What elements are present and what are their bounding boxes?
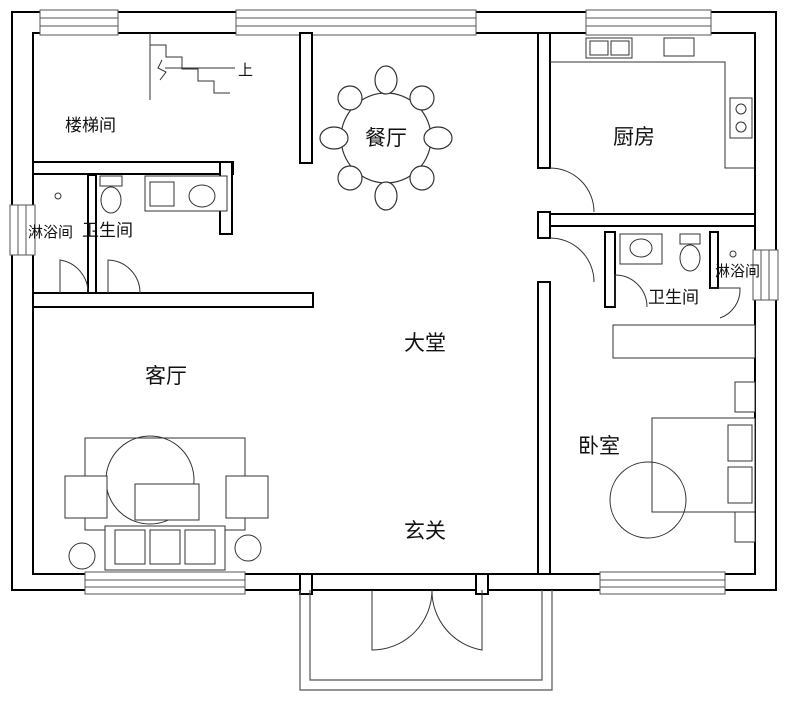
toilet-right-label: 卫生间 [648, 288, 699, 308]
kitchen-label: 厨房 [613, 125, 655, 149]
stairs [149, 33, 235, 100]
doors [59, 167, 741, 651]
kitchen-counter [550, 37, 755, 169]
stair-up-label: 上 [238, 61, 254, 79]
porch [299, 590, 553, 691]
hall-label: 大堂 [404, 331, 446, 355]
windows [9, 9, 779, 595]
entry-label: 玄关 [404, 519, 446, 543]
living-label: 客厅 [145, 364, 187, 388]
right-bath-fixtures [612, 233, 756, 359]
stairwell-label: 楼梯间 [65, 116, 116, 136]
living-furniture [64, 435, 269, 571]
bedroom-label: 卧室 [578, 434, 620, 458]
dining-table [319, 65, 453, 211]
shower-left-label: 淋浴间 [28, 223, 74, 241]
shower-right-label: 淋浴间 [715, 262, 761, 280]
bed [609, 381, 756, 543]
toilet-left-label: 卫生间 [82, 221, 133, 241]
interior-walls [32, 32, 756, 595]
left-bath-fixtures [54, 175, 228, 214]
dining-label: 餐厅 [365, 126, 407, 150]
